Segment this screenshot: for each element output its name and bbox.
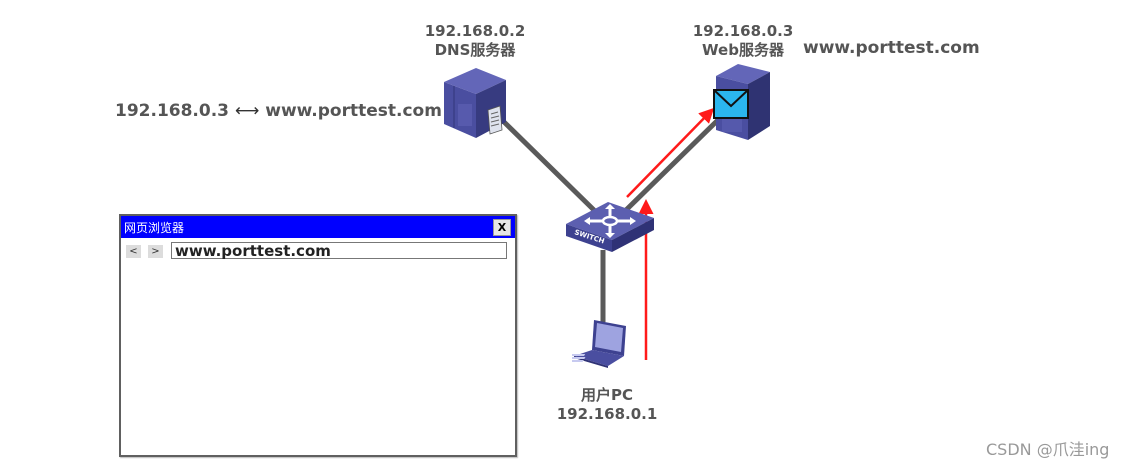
browser-window: 网页浏览器 X < > www.porttest.com bbox=[119, 214, 517, 457]
user-pc-label: 用户PC 192.168.0.1 bbox=[552, 386, 662, 424]
watermark: CSDN @爪洼ing bbox=[986, 440, 1110, 459]
user-pc-name: 用户PC bbox=[580, 386, 633, 404]
switch-icon: SWITCH bbox=[566, 202, 654, 252]
dns-mapping-domain: www.porttest.com bbox=[265, 101, 442, 121]
laptop-icon bbox=[572, 320, 626, 368]
browser-content bbox=[121, 264, 515, 449]
browser-title: 网页浏览器 bbox=[124, 221, 185, 235]
web-server-domain: www.porttest.com bbox=[803, 38, 980, 58]
browser-nav-row: < > www.porttest.com bbox=[121, 238, 515, 264]
web-server-icon bbox=[713, 64, 770, 140]
dns-server-ip: 192.168.0.2 bbox=[424, 22, 526, 40]
link-web-switch bbox=[622, 116, 722, 214]
dns-mapping-ip: 192.168.0.3 bbox=[115, 101, 230, 121]
dns-server-icon bbox=[444, 68, 506, 138]
web-server-ip: 192.168.0.3 bbox=[692, 22, 794, 40]
back-button[interactable]: < bbox=[126, 245, 141, 258]
close-button[interactable]: X bbox=[493, 219, 511, 236]
link-dns-switch bbox=[498, 116, 600, 216]
double-arrow-icon: ⟷ bbox=[234, 101, 260, 121]
browser-titlebar[interactable]: 网页浏览器 X bbox=[121, 216, 515, 238]
web-server-label: 192.168.0.3 Web服务器 bbox=[688, 22, 798, 60]
dns-server-label: 192.168.0.2 DNS服务器 bbox=[420, 22, 530, 60]
dns-server-name: DNS服务器 bbox=[434, 41, 516, 59]
user-pc-ip: 192.168.0.1 bbox=[556, 405, 658, 423]
web-server-name: Web服务器 bbox=[702, 41, 784, 59]
dns-mapping: 192.168.0.3 ⟷ www.porttest.com bbox=[115, 101, 442, 121]
envelope-icon bbox=[713, 89, 749, 119]
address-bar[interactable]: www.porttest.com bbox=[171, 242, 507, 260]
request-arrow-to-web bbox=[626, 107, 715, 198]
forward-button[interactable]: > bbox=[148, 245, 163, 258]
